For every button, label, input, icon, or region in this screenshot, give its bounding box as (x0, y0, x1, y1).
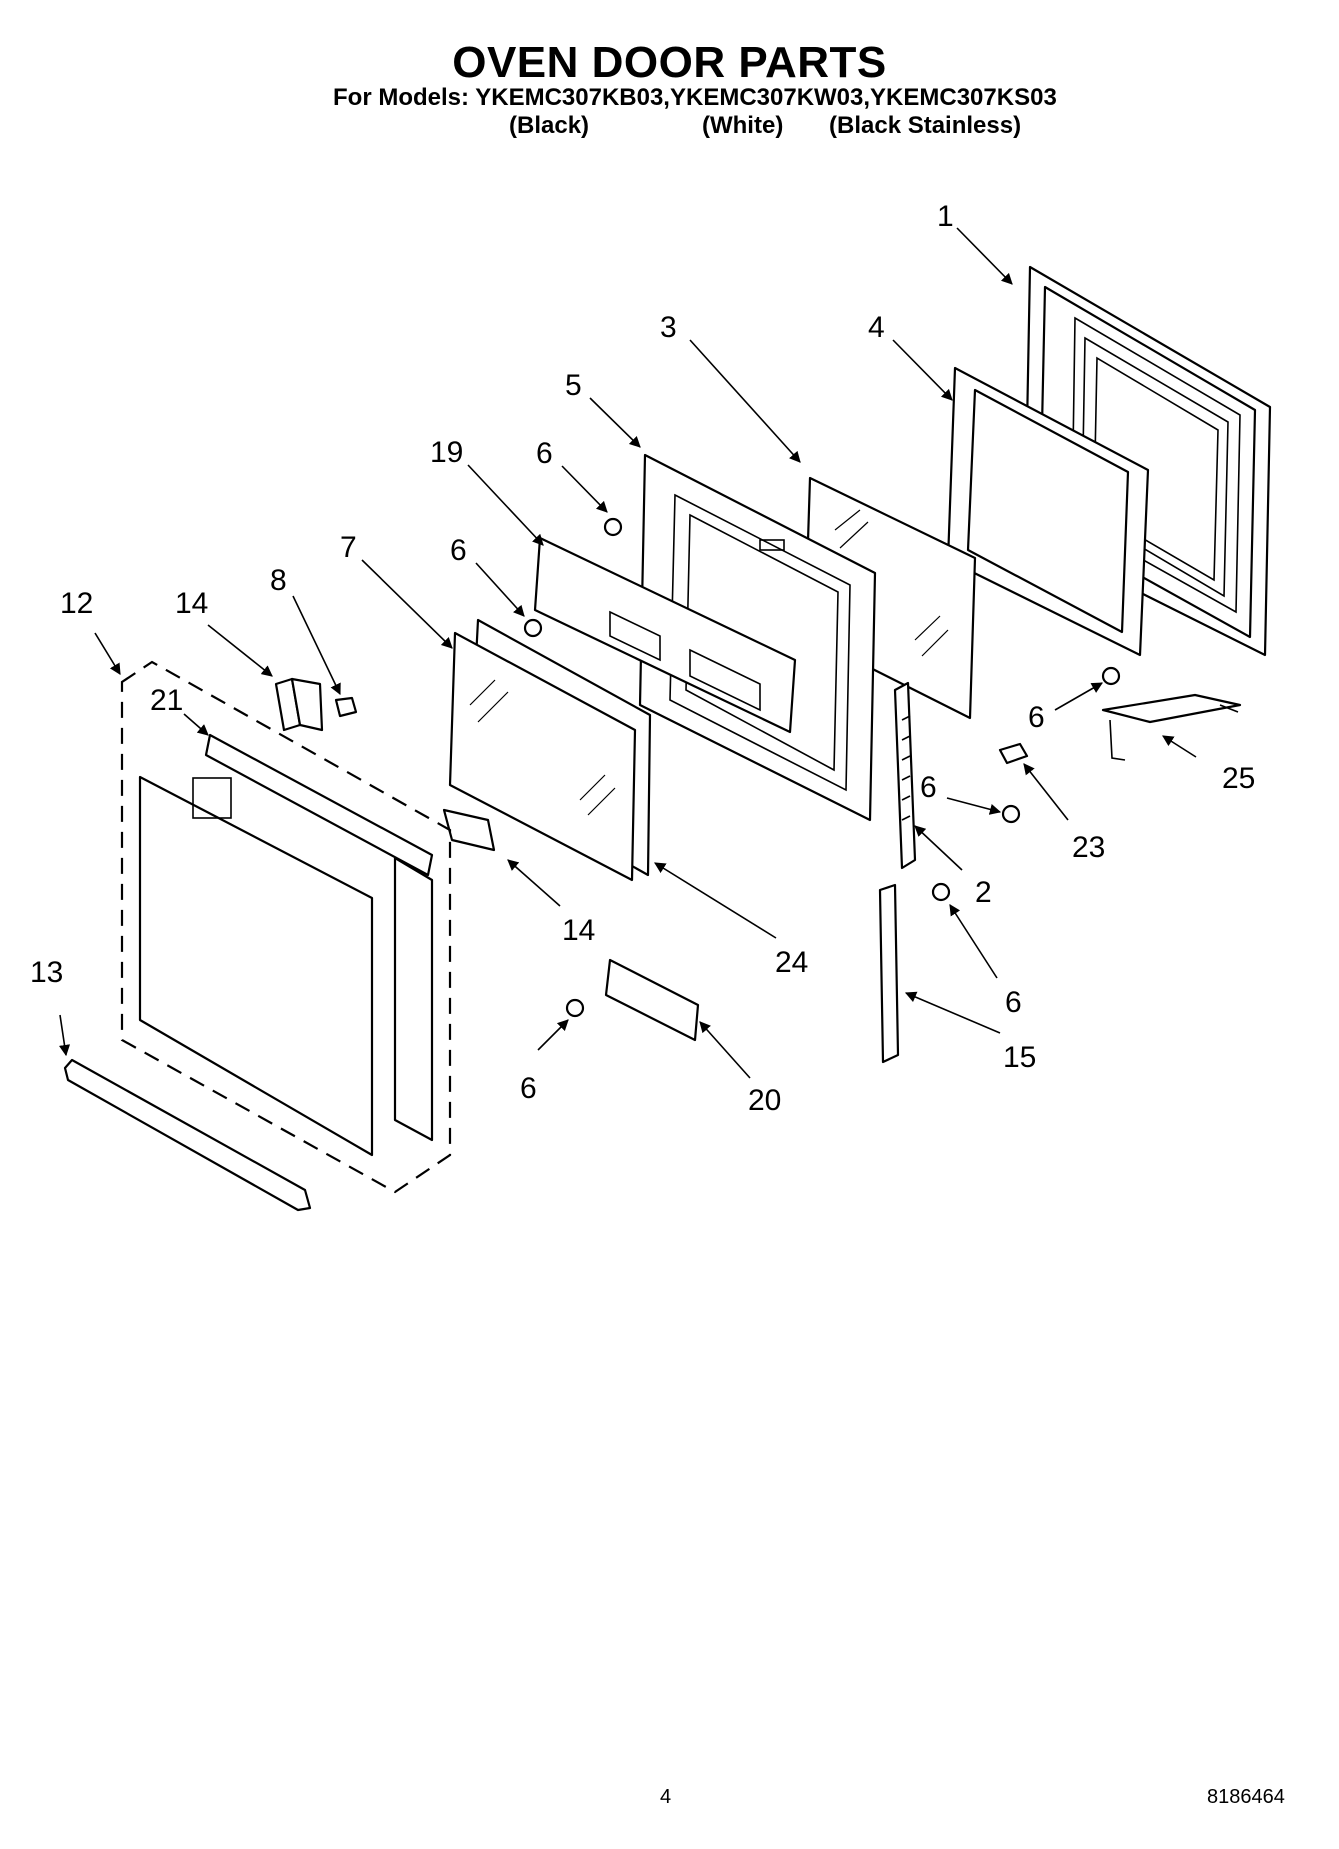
baffle-part (533, 536, 797, 734)
screw-c (1101, 666, 1121, 686)
screw-b (523, 618, 543, 638)
callout-6: 6 (520, 1072, 537, 1105)
screw-d (1001, 804, 1021, 824)
callout-4: 4 (868, 311, 885, 344)
inner-glass-part (803, 476, 977, 720)
door-frame-part (946, 366, 1150, 657)
callout-21: 21 (150, 684, 183, 717)
callout-20: 20 (748, 1084, 781, 1117)
callout-19: 19 (430, 436, 463, 469)
callout-15: 15 (1003, 1041, 1036, 1074)
model-list: For Models: YKEMC307KB03,YKEMC307KW03,YK… (333, 84, 1057, 111)
leader-lines (58, 227, 1197, 1079)
color-black: (Black) (509, 112, 590, 139)
callout-5: 5 (565, 369, 582, 402)
pin-part (334, 696, 358, 718)
door-handle-part (63, 1058, 312, 1212)
callout-14: 14 (175, 587, 208, 620)
screw-e (931, 882, 951, 902)
upper-hinge-part (274, 677, 324, 732)
callout-23: 23 (1072, 831, 1105, 864)
side-bracket-part (878, 883, 900, 1064)
side-trim-part (1101, 693, 1242, 761)
callout-3: 3 (660, 311, 677, 344)
color-black-stainless: (Black Stainless) (829, 112, 1022, 139)
clip-part (998, 742, 1029, 765)
callout-13: 13 (30, 956, 63, 989)
page-title: OVEN DOOR PARTS (452, 38, 887, 87)
lower-hinge-part (442, 808, 496, 852)
callout-14: 14 (562, 914, 595, 947)
callout-6: 6 (450, 534, 467, 567)
callout-6: 6 (920, 771, 937, 804)
callout-12: 12 (60, 587, 93, 620)
callout-25: 25 (1222, 762, 1255, 795)
hinge-strip-part (893, 681, 917, 870)
callout-1: 1 (937, 200, 954, 233)
callout-6: 6 (1005, 986, 1022, 1019)
callout-7: 7 (340, 531, 357, 564)
document-number: 8186464 (1207, 1786, 1285, 1808)
screws (523, 517, 1121, 1018)
callout-8: 8 (270, 564, 287, 597)
screw-a (603, 517, 623, 537)
page-number: 4 (660, 1786, 672, 1808)
trim-bracket-part (604, 958, 700, 1042)
callout-6: 6 (536, 437, 553, 470)
callout-labels: 1 3 4 5 19 6 7 6 12 14 8 21 6 25 6 23 2 … (30, 200, 1255, 1117)
callout-24: 24 (775, 946, 808, 979)
callout-2: 2 (975, 876, 992, 909)
door-outer-panel-part (120, 660, 452, 1194)
callout-6: 6 (1028, 701, 1045, 734)
color-white: (White) (702, 112, 784, 139)
screw-f (565, 998, 585, 1018)
outer-glass-part (448, 631, 637, 882)
